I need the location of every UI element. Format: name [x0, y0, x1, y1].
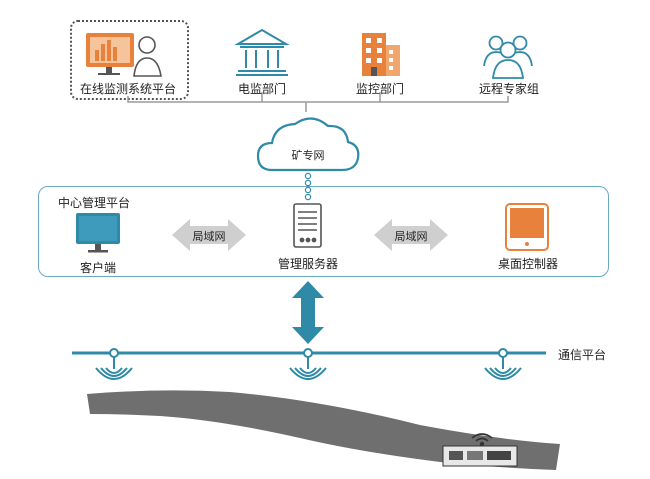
cloud-label: 矿专网 [291, 149, 325, 162]
wifi-icon [471, 433, 493, 447]
central-platform-title: 中心管理平台 [58, 196, 131, 210]
bidirectional-arrow [292, 281, 324, 344]
comm-platform-label: 通信平台 [558, 348, 607, 362]
wireless-node-icon [95, 348, 522, 380]
monitor-analyst-icon [86, 33, 162, 77]
cloud-icon [256, 117, 360, 172]
lan-label-left: 局域网 [192, 230, 226, 243]
desktop-controller-label: 桌面控制器 [497, 257, 559, 271]
expert-group-icon [483, 35, 533, 79]
node-label-monitoring-control: 监控部门 [355, 82, 405, 96]
desktop-computer-icon [76, 213, 120, 253]
server-label: 管理服务器 [277, 257, 339, 271]
lan-arrow-left [172, 219, 246, 251]
top-connector-lines [127, 92, 509, 112]
client-label: 客户端 [79, 261, 117, 275]
tunnel-equipment [442, 445, 518, 467]
node-label-remote-experts: 远程专家组 [478, 82, 540, 96]
central-platform-frame [38, 186, 609, 277]
selected-node-frame [70, 20, 189, 100]
government-building-icon [234, 28, 290, 76]
mine-tunnel [87, 390, 560, 470]
server-icon [293, 203, 322, 248]
lan-label-right: 局域网 [394, 230, 428, 243]
node-label-power-supervision: 电监部门 [237, 82, 287, 96]
node-label-online-monitoring: 在线监测系统平台 [79, 82, 177, 96]
tablet-controller-icon [505, 203, 549, 251]
office-building-icon [362, 33, 400, 76]
lan-arrow-right [374, 219, 448, 251]
cloud-server-link [304, 172, 312, 201]
